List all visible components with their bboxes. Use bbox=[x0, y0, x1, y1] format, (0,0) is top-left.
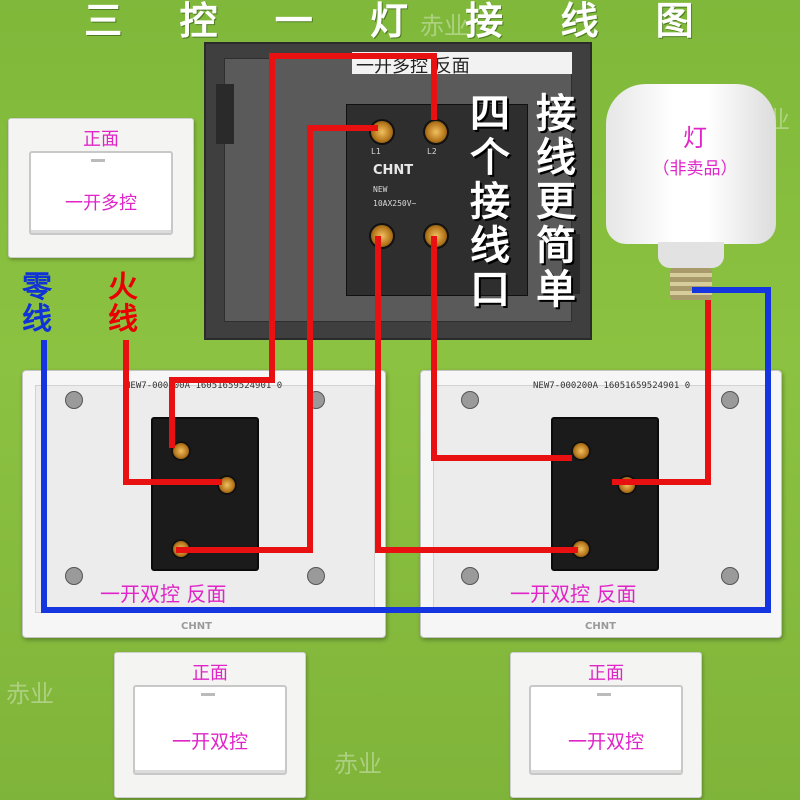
note-col-1: 四个接线口 bbox=[470, 91, 510, 313]
mount-slot bbox=[562, 234, 580, 294]
brand-logo: CHNT bbox=[373, 163, 414, 178]
multi-switch-back-panel: L1 L2 CHNT NEW 10AX250V~ 一开多控 反面 四个接线口 接… bbox=[204, 42, 592, 340]
diagram-title: 三 控 一 灯 接 线 图 bbox=[84, 0, 716, 43]
live-wire-lamp bbox=[612, 300, 711, 485]
screw-hole bbox=[721, 391, 739, 409]
terminal-l1-bottom bbox=[369, 223, 395, 249]
live-wire-input bbox=[123, 340, 222, 485]
traveler-wire-2 bbox=[176, 125, 378, 553]
multi-switch-back-label: 一开多控 反面 bbox=[356, 56, 470, 77]
traveler-wire-3 bbox=[375, 236, 578, 553]
bulb-sub-label: （非卖品） bbox=[652, 159, 738, 179]
mark-rating: 10AX250V~ bbox=[373, 199, 417, 208]
terminal-l1-top bbox=[369, 119, 395, 145]
front-label: 正面 bbox=[588, 663, 624, 684]
indicator-dot bbox=[201, 693, 215, 696]
double-switch-name: 一开双控 bbox=[567, 731, 644, 753]
bulb-label: 灯 bbox=[683, 124, 707, 152]
bulb-base bbox=[670, 268, 712, 300]
model-text: NEW7-000200A 16051659524901 0 bbox=[533, 381, 691, 391]
double-switch-back-right: NEW7-000200A 16051659524901 0 CHNT bbox=[420, 370, 782, 638]
front-label: 正面 bbox=[192, 663, 228, 684]
watermark: 赤业 bbox=[334, 750, 382, 778]
brand-logo: CHNT bbox=[181, 621, 212, 632]
screw-hole bbox=[65, 391, 83, 409]
screw-hole bbox=[721, 567, 739, 585]
right-back-label: 一开双控 反面 bbox=[510, 582, 637, 606]
terminal-l1 bbox=[171, 441, 191, 461]
screw-hole bbox=[65, 567, 83, 585]
screw-hole bbox=[461, 567, 479, 585]
indicator-dot bbox=[597, 693, 611, 696]
double-switch-name: 一开双控 bbox=[171, 731, 248, 753]
double-switch-front-card-right: 正面 一开双控 bbox=[510, 652, 702, 798]
model-text: NEW7-000200A 16051659524901 0 bbox=[125, 381, 283, 391]
rocker-button: 一开双控 bbox=[529, 685, 683, 775]
indicator-dot bbox=[91, 159, 105, 162]
note-col-2: 接线更简单 bbox=[536, 91, 576, 313]
watermark: 赤业 bbox=[6, 680, 54, 708]
multi-switch-name: 一开多控 bbox=[65, 193, 137, 214]
live-wire-label: 火线 bbox=[108, 270, 138, 337]
bulb-neck bbox=[658, 242, 724, 268]
traveler-wire-1 bbox=[169, 53, 437, 448]
watermark: 赤业 bbox=[420, 12, 468, 40]
mark-new: NEW bbox=[373, 185, 388, 194]
neutral-wire bbox=[41, 287, 771, 613]
multi-switch-front-card: 正面 一开多控 bbox=[8, 118, 194, 258]
screw-hole bbox=[307, 567, 325, 585]
light-bulb: 灯 （非卖品） bbox=[600, 84, 790, 314]
traveler-wire-4 bbox=[431, 236, 572, 461]
neutral-wire-label: 零线 bbox=[22, 270, 52, 337]
screw-hole bbox=[461, 391, 479, 409]
bulb-body bbox=[606, 84, 776, 244]
mark-l2: L2 bbox=[427, 147, 437, 156]
mark-l1: L1 bbox=[371, 147, 381, 156]
rocker-button: 一开多控 bbox=[29, 151, 173, 235]
terminal-l1 bbox=[571, 441, 591, 461]
double-switch-back-left: NEW7-000200A 16051659524901 0 CHNT bbox=[22, 370, 386, 638]
rocker-button: 一开双控 bbox=[133, 685, 287, 775]
front-label: 正面 bbox=[83, 129, 119, 150]
brand-logo: CHNT bbox=[585, 621, 616, 632]
mount-slot bbox=[216, 84, 234, 144]
left-back-label: 一开双控 反面 bbox=[100, 582, 227, 606]
double-switch-front-card-left: 正面 一开双控 bbox=[114, 652, 306, 798]
